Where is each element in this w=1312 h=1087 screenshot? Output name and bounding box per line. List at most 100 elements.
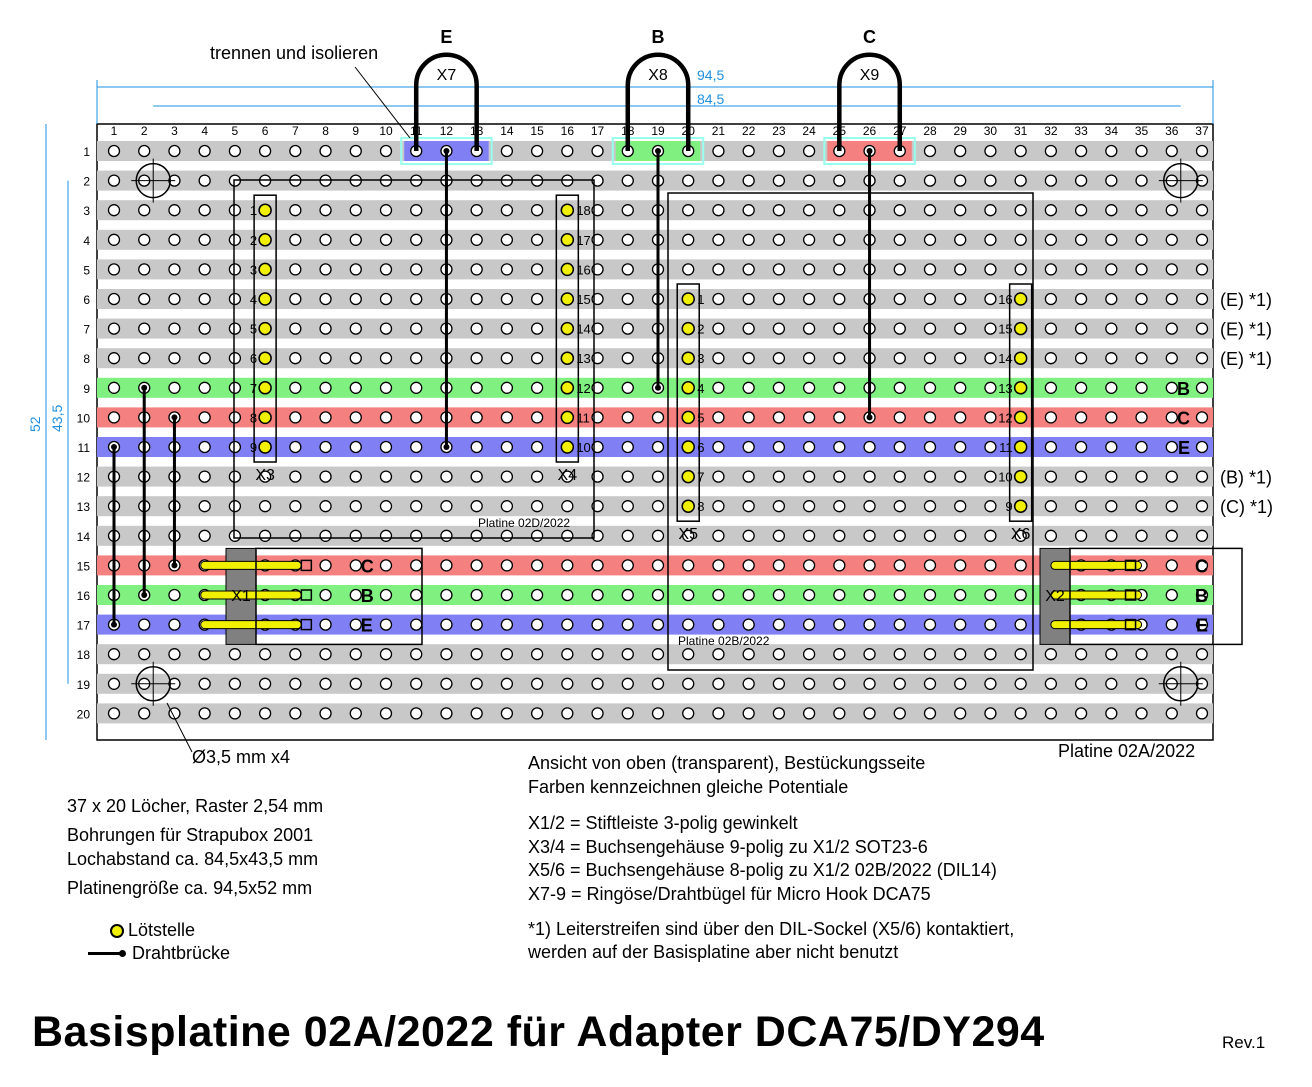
socket-pin-number: 10 bbox=[998, 470, 1012, 485]
pcb-hole bbox=[319, 707, 332, 720]
board-label: Platine 02A/2022 bbox=[1058, 741, 1196, 761]
pcb-hole bbox=[772, 559, 786, 572]
pcb-hole bbox=[802, 233, 816, 246]
pcb-hole bbox=[923, 204, 937, 217]
pcb-hole bbox=[470, 352, 483, 365]
pcb-hole bbox=[198, 411, 211, 424]
pin-end-marker bbox=[300, 559, 313, 572]
pcb-hole bbox=[530, 204, 544, 217]
pcb-hole bbox=[198, 292, 211, 306]
pcb-hole bbox=[1044, 144, 1058, 158]
pcb-hole bbox=[772, 263, 786, 276]
pcb-hole bbox=[289, 233, 302, 246]
column-label: 19 bbox=[651, 124, 665, 138]
pcb-hole bbox=[984, 322, 997, 335]
pcb-hole bbox=[772, 707, 786, 720]
pcb-hole bbox=[500, 707, 514, 720]
solder-point bbox=[1013, 381, 1028, 395]
pcb-hole bbox=[1165, 204, 1178, 217]
sub-board-d-label: Platine 02D/2022 bbox=[478, 516, 570, 530]
socket-pin-number: 18 bbox=[576, 203, 590, 218]
pcb-hole bbox=[138, 263, 151, 276]
socket-pin-number: 13 bbox=[998, 381, 1012, 396]
pcb-hole bbox=[621, 204, 634, 217]
note-line: Farben kennzeichnen gleiche Potentiale bbox=[528, 777, 849, 797]
solder-point bbox=[681, 499, 695, 513]
pcb-hole bbox=[138, 322, 151, 335]
pcb-hole bbox=[228, 381, 242, 394]
pcb-hole bbox=[1195, 588, 1209, 602]
column-label: 4 bbox=[201, 124, 208, 138]
pcb-hole bbox=[138, 707, 151, 720]
pcb-hole bbox=[319, 292, 332, 306]
pcb-hole bbox=[893, 648, 906, 661]
pcb-hole bbox=[984, 500, 997, 513]
pcb-hole bbox=[863, 618, 876, 631]
pcb-hole bbox=[470, 559, 483, 572]
pcb-hole bbox=[772, 500, 786, 513]
solder-point bbox=[560, 262, 575, 277]
pcb-hole bbox=[319, 440, 332, 454]
socket-pin-number: 15 bbox=[998, 322, 1012, 337]
row-label: 6 bbox=[83, 293, 90, 307]
pcb-hole bbox=[500, 470, 514, 483]
pin-letter: B bbox=[1195, 586, 1208, 606]
header-pin bbox=[1050, 620, 1143, 630]
pcb-hole bbox=[923, 174, 937, 187]
pcb-hole bbox=[289, 707, 302, 720]
solder-point bbox=[681, 351, 695, 365]
pcb-hole bbox=[1135, 352, 1148, 365]
pcb-hole bbox=[984, 707, 997, 720]
pcb-hole bbox=[228, 440, 242, 454]
pcb-hole bbox=[1105, 204, 1118, 217]
pcb-hole bbox=[833, 559, 846, 572]
pcb-hole bbox=[742, 322, 755, 335]
pcb-hole bbox=[863, 648, 876, 661]
row-label: 13 bbox=[77, 500, 91, 514]
pcb-hole bbox=[138, 204, 151, 217]
pcb-hole bbox=[651, 588, 665, 602]
solder-point-icon bbox=[110, 923, 124, 938]
pcb-hole bbox=[923, 707, 937, 720]
pcb-hole bbox=[833, 618, 846, 631]
pcb-hole bbox=[742, 529, 755, 542]
pcb-hole bbox=[1044, 529, 1058, 542]
pcb-hole bbox=[591, 500, 604, 513]
loop-letter: B bbox=[651, 27, 664, 47]
solder-point bbox=[1013, 351, 1028, 365]
pcb-hole bbox=[923, 677, 937, 690]
pcb-hole bbox=[1105, 292, 1118, 306]
page-title: Basisplatine 02A/2022 für Adapter DCA75/… bbox=[32, 1008, 1045, 1056]
pcb-hole bbox=[893, 352, 906, 365]
pin-letter: E bbox=[361, 616, 373, 636]
column-label: 31 bbox=[1014, 124, 1028, 138]
pcb-hole bbox=[712, 381, 725, 394]
pcb-hole bbox=[410, 677, 423, 690]
pcb-hole bbox=[893, 707, 906, 720]
column-label: 33 bbox=[1074, 124, 1088, 138]
pcb-hole bbox=[500, 588, 514, 602]
socket-body bbox=[676, 283, 700, 522]
pin-letter: E bbox=[1196, 616, 1208, 636]
callout-line bbox=[166, 702, 193, 753]
pcb-hole bbox=[682, 174, 695, 187]
pin-letter: C bbox=[361, 556, 374, 576]
solder-point bbox=[1013, 440, 1028, 454]
pcb-hole bbox=[1195, 381, 1209, 394]
socket-label: X5 bbox=[678, 526, 698, 543]
wire-bridge-end bbox=[141, 592, 148, 598]
row-label: 20 bbox=[77, 707, 91, 721]
pcb-hole bbox=[1165, 352, 1178, 365]
pcb-hole bbox=[561, 707, 574, 720]
column-label: 30 bbox=[984, 124, 998, 138]
pcb-hole bbox=[1044, 263, 1058, 276]
pcb-hole bbox=[289, 677, 302, 690]
unused-strip-note: (E) *1) bbox=[1220, 290, 1272, 310]
pcb-hole bbox=[1014, 559, 1027, 572]
pcb-hole bbox=[198, 470, 211, 483]
pcb-hole bbox=[712, 707, 725, 720]
solder-point bbox=[560, 351, 575, 365]
pcb-hole bbox=[863, 529, 876, 542]
pcb-hole bbox=[893, 322, 906, 335]
pcb-hole bbox=[349, 529, 362, 542]
